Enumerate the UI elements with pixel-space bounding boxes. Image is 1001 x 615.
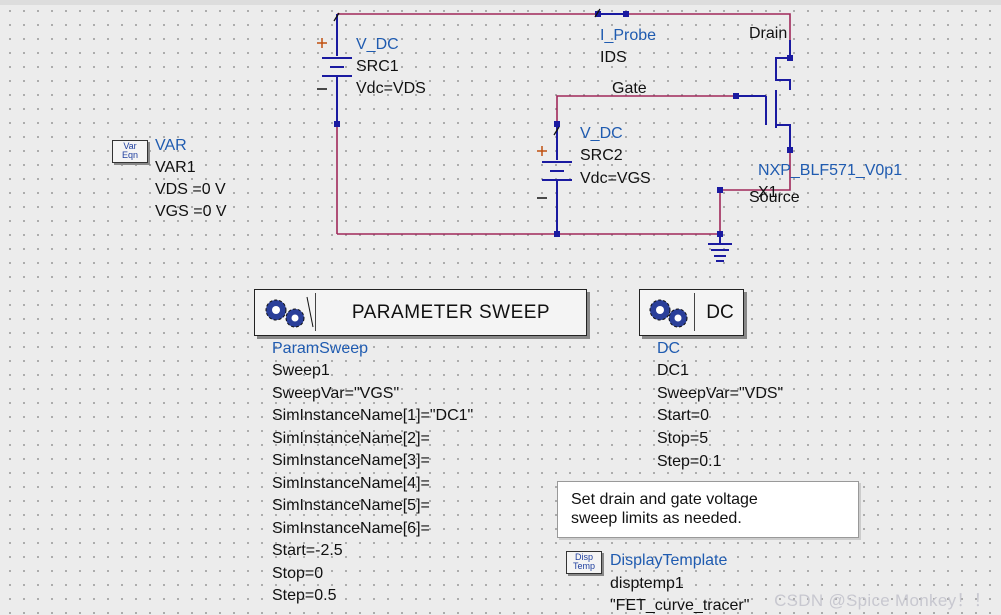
sweep-param[interactable]: SimInstanceName[4]= [272,475,430,492]
top-toolbar-strip [0,0,1001,5]
src2-type-label[interactable]: V_DC [580,125,623,142]
gate-label: Gate [612,80,647,97]
var-param-vds[interactable]: VDS =0 V [155,181,226,198]
var-param-vgs[interactable]: VGS =0 V [155,203,227,220]
param-sweep-block[interactable]: PARAMETER SWEEP [254,289,587,336]
wire-source [719,150,791,234]
src2-param[interactable]: Vdc=VGS [580,170,651,187]
var-eqn-icon[interactable]: Var Eqn [112,140,148,163]
transistor-instance[interactable]: X1 [758,184,778,201]
src1-type-label[interactable]: V_DC [356,36,399,53]
disp-name[interactable]: disptemp1 [610,575,684,592]
node[interactable] [787,55,793,61]
pin-tick [553,126,560,136]
var-icon-line2: Eqn [121,150,138,160]
note-box[interactable]: Set drain and gate voltage sweep limits … [557,481,859,538]
wire-top [337,13,791,58]
disp-type-label[interactable]: DisplayTemplate [610,552,728,569]
pin-tick [333,12,340,22]
node[interactable] [334,121,340,127]
probe-name[interactable]: IDS [600,49,627,66]
dc-name[interactable]: DC1 [657,362,690,379]
node[interactable] [787,147,793,153]
src2-name[interactable]: SRC2 [580,147,623,164]
dc-gears-icon [644,293,695,331]
note-line1: Set drain and gate voltage [571,491,758,508]
var-type-label[interactable]: VAR [155,137,187,154]
dc-sim-block[interactable]: DC [639,289,744,336]
sweep-param[interactable]: SweepVar="VGS" [272,385,400,402]
var-name[interactable]: VAR1 [155,159,196,176]
transistor-model[interactable]: NXP_BLF571_V0p1 [758,162,903,179]
node[interactable] [554,121,560,127]
disp-temp-icon[interactable]: Disp Temp [566,551,602,574]
minus-marks [317,88,547,199]
sweep-param[interactable]: SimInstanceName[2]= [272,430,430,447]
dc-param[interactable]: Start=0 [657,407,710,424]
wire-nodes [334,11,793,237]
sweep-param[interactable]: SimInstanceName[3]= [272,452,430,469]
dc-param[interactable]: Stop=5 [657,430,709,447]
dc-param[interactable]: Step=0.1 [657,453,722,470]
disp-icon-line2: Temp [572,561,595,571]
sweep-param[interactable]: Start=-2.5 [272,542,343,559]
polarity-marks [317,38,547,156]
pin-ticks [333,8,601,136]
node[interactable] [733,93,739,99]
node[interactable] [623,11,629,17]
gears-icon [259,293,316,331]
fet-drain [775,40,791,90]
param-sweep-title: PARAMETER SWEEP [351,302,551,323]
gear-diagonal [306,296,314,328]
gear-2-hub [674,314,682,322]
sweep-type-label[interactable]: ParamSweep [272,340,369,357]
node[interactable] [717,231,723,237]
source-label: Source [749,189,800,206]
node[interactable] [554,231,560,237]
node[interactable] [595,11,601,17]
drain-label: Drain [749,25,788,42]
src1-name[interactable]: SRC1 [356,58,399,75]
sweep-param[interactable]: SimInstanceName[5]= [272,497,430,514]
note-line2: sweep limits as needed. [571,510,742,527]
sweep-name[interactable]: Sweep1 [272,362,330,379]
fet-source [776,124,791,150]
sweep-param[interactable]: SimInstanceName[1]="DC1" [272,407,474,424]
gear-2-hub [291,314,299,322]
gear-1-hub [272,306,280,314]
gears-svg [265,296,314,328]
sweep-param[interactable]: Stop=0 [272,565,324,582]
wires [336,13,791,235]
wire-gate [556,95,736,124]
gear-1-hub [656,306,664,314]
disp-icon-line1: Disp [574,552,593,562]
pin-tick [594,8,601,18]
var-icon-line1: Var [123,141,137,151]
probe-type-label[interactable]: I_Probe [600,27,657,44]
sweep-param[interactable]: Step=0.5 [272,587,337,604]
dc-icon-label: DC [706,302,734,323]
sweep-param[interactable]: SimInstanceName[6]= [272,520,430,537]
disp-value[interactable]: "FET_curve_tracer" [610,597,750,614]
watermark: CSDN @Spice Monkey！！ [774,591,991,610]
dc-param[interactable]: SweepVar="VDS" [657,385,784,402]
dc-type-label[interactable]: DC [657,340,681,357]
src1-param[interactable]: Vdc=VDS [356,80,426,97]
dc-gears-svg [649,299,688,328]
node[interactable] [717,187,723,193]
